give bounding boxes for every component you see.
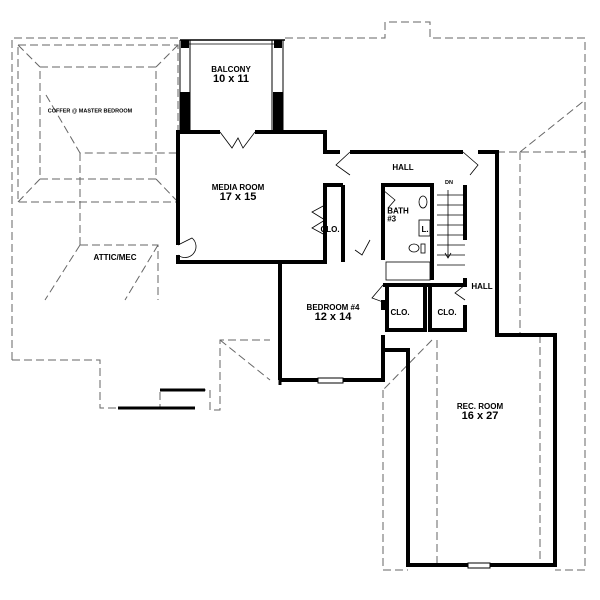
stairs[interactable] [437,190,465,266]
coffer-name: COFFER @ MASTER BEDROOM [47,108,133,115]
stairs-dn-label: DN [445,180,453,187]
attic-label: ATTIC/MEC [93,252,137,262]
rec-room-name: REC. ROOM [456,402,504,412]
hall-top-label: HALL [392,162,414,172]
hall-right-label: HALL [471,281,493,291]
roof-lines [11,21,586,571]
media-room-size: 17 x 15 [219,191,257,204]
bedroom4-size: 12 x 14 [314,311,352,324]
rec-room-size: 16 x 27 [461,410,499,423]
closet-media-label: CLO. [320,224,340,234]
walls [176,130,557,567]
bath-number: #3 [387,215,397,224]
doors[interactable] [177,131,491,569]
coffer-label: COFFER @ MASTER BEDROOM [48,107,133,116]
linen-label: L. [421,224,429,234]
exterior-fragment [118,380,282,410]
balcony-posts [180,40,283,130]
balcony-size: 10 x 11 [212,73,250,86]
media-room-name: MEDIA ROOM [211,183,265,193]
balcony-name: BALCONY [211,65,251,75]
bath-label: BATH#3 [387,206,409,225]
bath-name: BATH [387,206,409,216]
bath-fixtures [385,195,431,281]
bedroom4-name: BEDROOM #4 [306,303,360,313]
closet-bed-label: CLO. [390,307,410,317]
closet-hall-label: CLO. [437,307,457,317]
